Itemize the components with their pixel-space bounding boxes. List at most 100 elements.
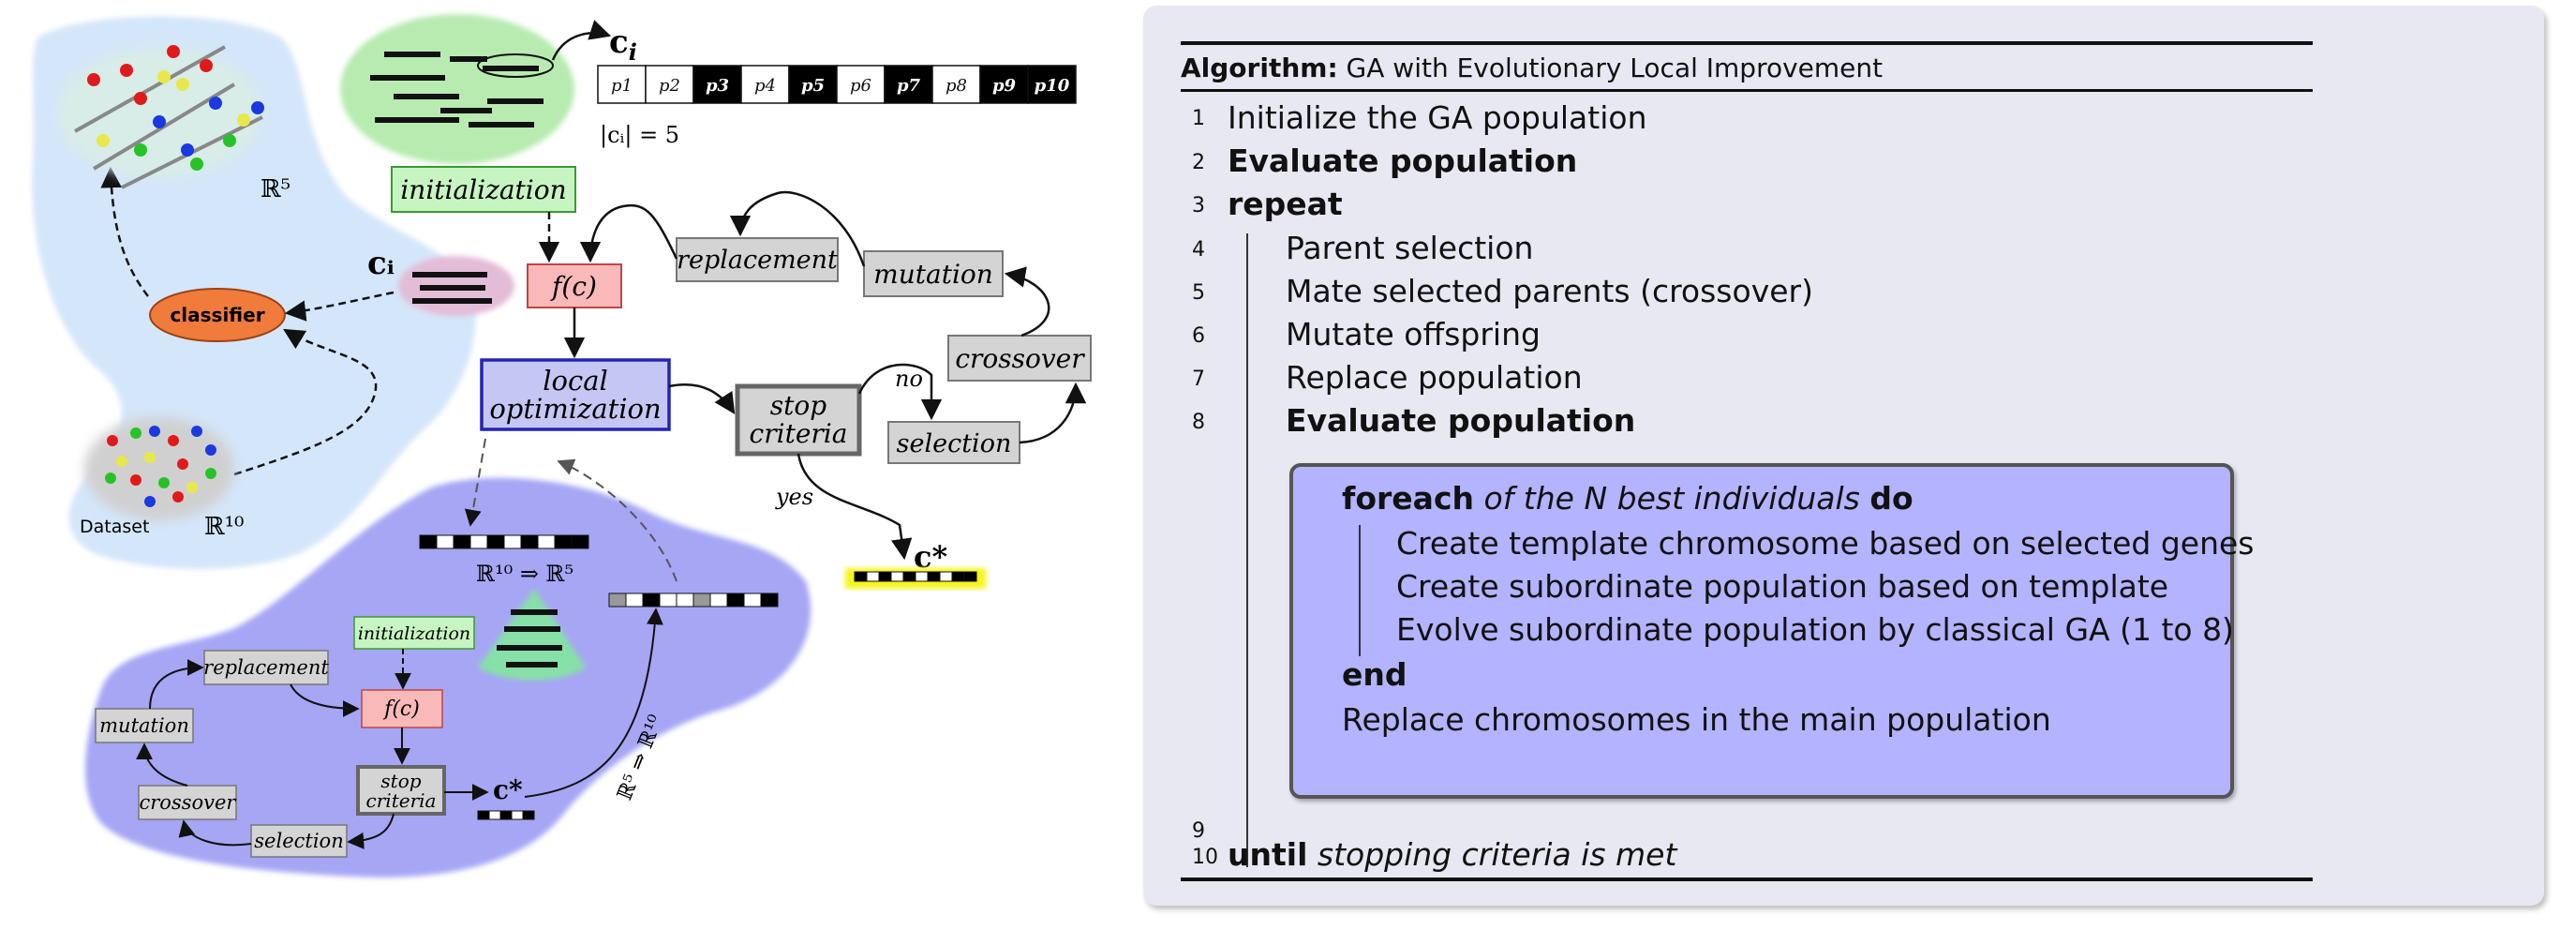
best-strip-cell [866,571,880,582]
mutation-label: mutation [873,259,993,290]
gene-cell-p8 [931,65,981,104]
algo-line-7: Replace population [1286,359,1583,396]
gene-cell-p2 [645,65,694,104]
gene-label-p7: p7 [897,76,921,96]
gene-label-p10: p10 [1035,76,1070,96]
template-strip-cell [453,534,471,549]
r10-label: ℝ¹⁰ [204,513,244,541]
evolved-strip-cell [676,592,694,608]
best-strip-cell [878,571,892,582]
sub-stop-criteria-box [356,765,446,816]
algorithm-block: Algorithm: GA with Evolutionary Local Im… [1181,41,2313,881]
evolved-strip-cell [659,592,678,608]
algo-line-1: Initialize the GA population [1228,99,1647,136]
gene-label-p6: p6 [850,76,871,96]
inner-line-2: Create subordinate population based on t… [1396,568,2169,605]
classifier-label: classifier [170,304,264,326]
dataset-label: Dataset [80,517,149,537]
replacement-box [676,237,839,282]
line-number-1: 1 [1192,107,1205,130]
selection-box [887,421,1020,464]
algorithm-bottom-rule [1181,878,2313,881]
initialization-box [391,166,576,213]
population-individuals [370,52,543,128]
sub-selection-box [250,824,348,858]
sub-best-strip-cell [511,810,524,820]
evolved-strip-cell [608,592,627,608]
sub-initialization-box [353,616,475,650]
selected-chromosome-bars [412,272,492,304]
gene-label-p1: p1 [611,76,633,96]
template-strip-cell [486,534,505,549]
sub-best-strip-cell [477,810,490,820]
local-optimization-box [480,358,671,431]
dataset-scatter [84,417,234,520]
stop-criteria-label-2: criteria [750,418,848,449]
crossover-box [947,335,1092,382]
best-strip-cell [939,571,953,582]
best-strip-cell [915,571,929,582]
best-strip-cell [951,571,965,582]
gene-label-p5: p5 [801,76,825,96]
gene-label-p9: p9 [992,76,1017,96]
evolved-strip-cell [642,592,661,608]
sub-best-strip-cell [522,810,535,820]
foreach-line: foreach of the N best individuals do [1342,480,1913,517]
gene-label-p4: p4 [754,76,776,96]
stop-criteria-box [735,383,862,457]
best-strip-cell [854,571,868,582]
fitness-box [527,263,622,308]
sub-fitness-label: f(c) [382,698,420,721]
line-number-3: 3 [1192,194,1205,218]
evolved-strip-cell [760,592,779,608]
template-strip-cell [469,534,488,549]
sub-population-bars [497,609,562,668]
gene-label-p8: p8 [946,76,967,96]
best-strip-cell [890,571,904,582]
sub-best-strip [477,810,535,820]
sub-population-cone [478,589,586,681]
ci-label: cᵢ [367,245,395,282]
sub-mutation-box [95,708,194,743]
algo-line-6: Mutate offspring [1286,316,1541,352]
algorithm-panel: Algorithm: GA with Evolutionary Local Im… [1143,6,2544,906]
line-number-7: 7 [1192,368,1205,391]
evolved-strip-cell [692,592,711,608]
line-number-6: 6 [1192,324,1205,348]
inner-line-1: Create template chromosome based on sele… [1396,525,2255,562]
sub-replacement-label: replacement [203,656,329,679]
evolved-strip-cell [726,592,745,608]
line-number-8: 8 [1192,411,1205,434]
cardinality-label: |cᵢ| = 5 [600,122,679,149]
line-number-10: 10 [1192,846,1218,869]
selection-label: selection [897,429,1012,458]
sub-crossover-label: crossover [140,791,238,814]
sub-mutation-label: mutation [99,714,189,737]
initialization-label: initialization [400,174,566,205]
foreach-body-bar [1359,525,1361,656]
sub-selection-label: selection [254,830,343,852]
algo-line-5: Mate selected parents (crossover) [1286,273,1813,309]
r5-label: ℝ⁵ [261,175,290,203]
sub-stop-label-2: criteria [366,789,437,812]
evolved-strip-cell [625,592,644,608]
best-strip-cell [902,571,916,582]
line-number-5: 5 [1192,281,1205,305]
template-strip-cell [537,534,556,549]
template-strip-cell [571,534,589,549]
stop-criteria-label-1: stop [770,390,826,421]
gene-cell-p10 [1027,65,1077,104]
best-solution-strip [854,571,977,582]
algo-line-2: Evaluate population [1228,142,1578,179]
template-strip-cell [419,534,438,549]
r5-scatter [56,45,264,189]
population-blob [340,14,574,164]
local-optimization-region [85,477,812,878]
selected-individual-outline [477,53,554,78]
line-number-2: 2 [1192,151,1205,174]
inner-line-3: Evolve subordinate population by classic… [1396,611,2234,648]
gene-label-p3: p3 [706,76,729,96]
projection-down-label: ℝ¹⁰ ⇒ ℝ⁵ [476,561,573,587]
sub-best-strip-cell [499,810,513,820]
evolved-strip-cell [743,592,762,608]
